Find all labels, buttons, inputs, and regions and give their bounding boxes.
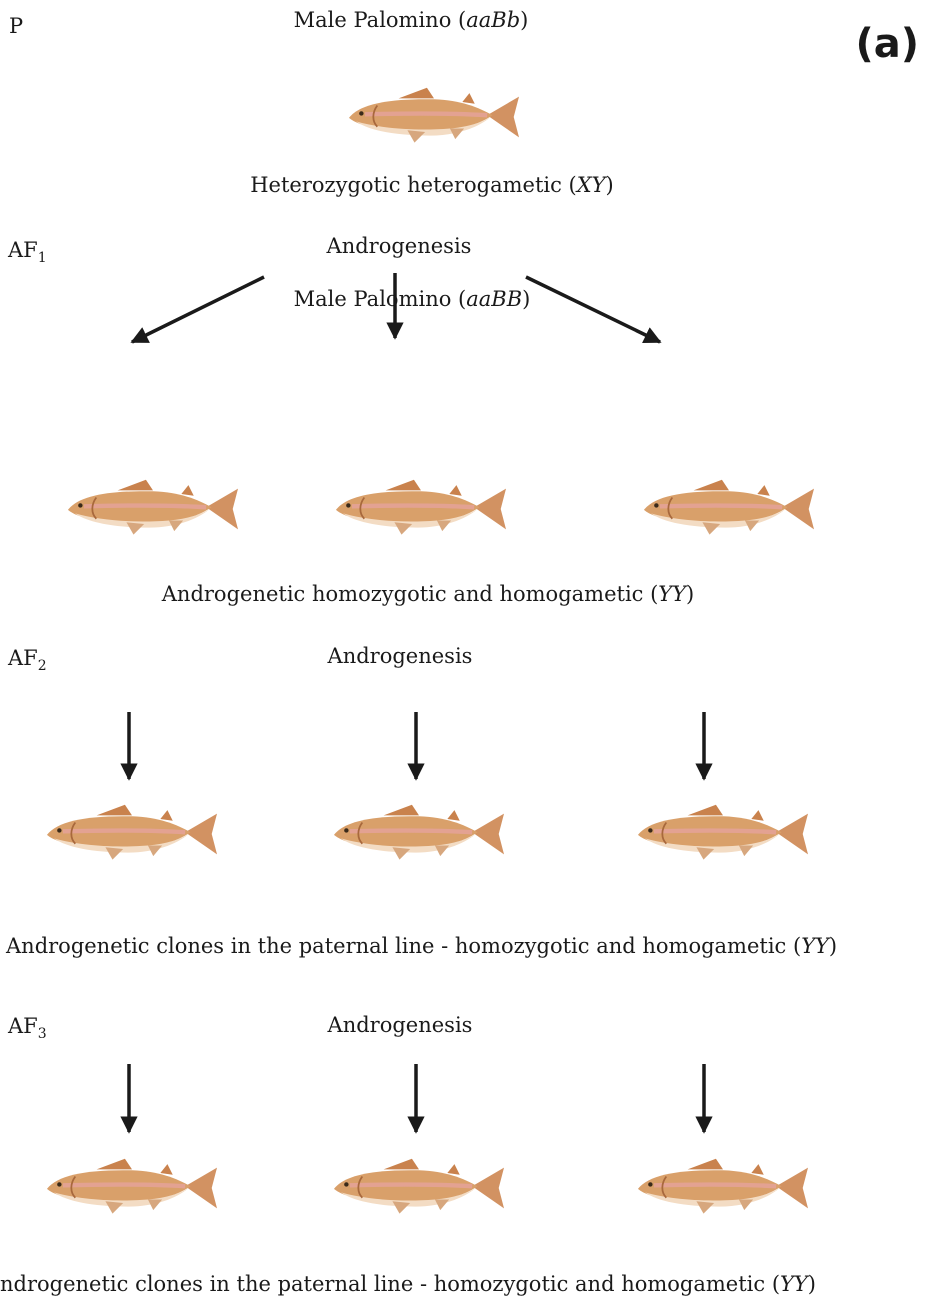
- down-arrow-icon: [526, 277, 660, 342]
- down-arrow-icon: [132, 277, 264, 342]
